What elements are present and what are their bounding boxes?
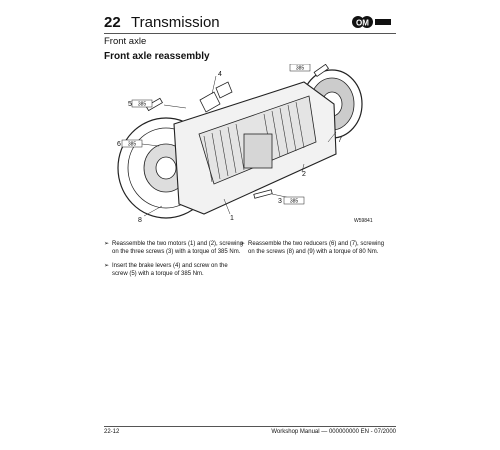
- instruction-item: ➢ Reassemble the two motors (1) and (2),…: [104, 240, 244, 256]
- instruction-text: Reassemble the two motors (1) and (2), s…: [112, 241, 244, 255]
- instruction-item: ➢ Reassemble the two reducers (6) and (7…: [240, 240, 390, 256]
- torque-tag: 385: [290, 199, 299, 205]
- bullet-arrow-icon: ➢: [104, 241, 110, 247]
- instructions-right: ➢ Reassemble the two reducers (6) and (7…: [240, 240, 390, 262]
- bullet-arrow-icon: ➢: [240, 241, 246, 247]
- chapter-number: 22: [104, 14, 121, 31]
- callout-5: 5: [128, 101, 132, 108]
- screw-5: [145, 97, 163, 112]
- callout-4: 4: [218, 71, 222, 78]
- footer-rule: [104, 426, 396, 427]
- torque-tag: 385: [138, 102, 147, 108]
- instruction-text: Reassemble the two reducers (6) and (7),…: [248, 241, 385, 255]
- instructions-left: ➢ Reassemble the two motors (1) and (2),…: [104, 240, 244, 284]
- header-rule: [104, 33, 396, 34]
- callout-2: 2: [302, 171, 306, 178]
- screw-3: [253, 189, 273, 199]
- section-title: Front axle reassembly: [104, 51, 210, 62]
- instruction-text: Insert the brake levers (4) and screw on…: [112, 263, 228, 277]
- logo-text: OM: [356, 19, 369, 28]
- torque-tag: 385: [128, 142, 137, 148]
- torque-tag: 385: [296, 66, 305, 72]
- callout-3: 3: [278, 198, 282, 205]
- instruction-item: ➢ Insert the brake levers (4) and screw …: [104, 262, 244, 278]
- callout-6: 6: [117, 141, 121, 148]
- page-number: 22-12: [104, 429, 120, 435]
- callout-8: 8: [138, 217, 142, 224]
- brake-lever: [199, 91, 221, 113]
- figure-code: W59841: [354, 218, 373, 224]
- axle-diagram: 385 385 385 385 4 5 6 7 2 3 1 8 W59841: [117, 64, 373, 224]
- bullet-arrow-icon: ➢: [104, 263, 110, 269]
- document-reference: Workshop Manual — 000000000 EN - 07/2000: [271, 429, 396, 435]
- screw-upper: [313, 64, 330, 78]
- callout-7: 7: [338, 137, 342, 144]
- callout-1: 1: [230, 215, 234, 222]
- page-subtitle: Front axle: [104, 36, 147, 47]
- brand-logo: OM: [352, 16, 391, 28]
- chapter-title: Transmission: [131, 14, 220, 31]
